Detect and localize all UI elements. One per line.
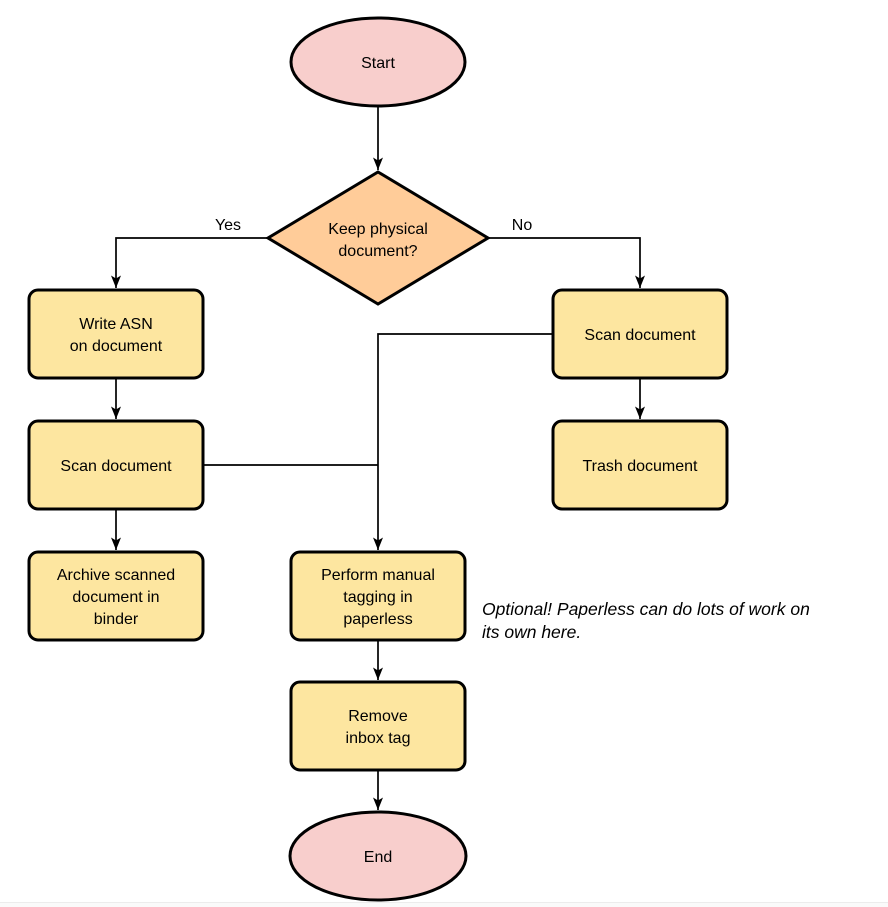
node-start: Start [289, 16, 467, 108]
remove-inbox-box [289, 680, 467, 772]
edge-label-no: No [512, 217, 533, 234]
trash-box [551, 419, 729, 511]
archive-label-line1: Archive scanned [57, 567, 175, 584]
node-tagging: Perform manual tagging in paperless [289, 550, 467, 642]
note-line1: Optional! Paperless can do lots of work … [482, 599, 810, 619]
end-terminator-shape [288, 810, 468, 902]
node-decision: Keep physical document? [265, 170, 491, 306]
write-asn-label-line2: on document [70, 338, 163, 355]
edges [111, 107, 645, 810]
scan-left-label: Scan document [60, 458, 172, 475]
node-archive: Archive scanned document in binder [27, 550, 205, 642]
scan-left-box [27, 419, 205, 511]
note-optional: Optional! Paperless can do lots of work … [482, 599, 810, 642]
decision-label-line2: document? [338, 243, 417, 260]
tagging-box [289, 550, 467, 642]
write-asn-label-line1: Write ASN [79, 316, 153, 333]
decision-diamond-shape [265, 170, 491, 306]
node-write-asn: Write ASN on document [27, 288, 205, 380]
footer-strip [0, 902, 888, 907]
start-label: Start [361, 55, 395, 72]
archive-box [27, 550, 205, 642]
node-trash: Trash document [551, 419, 729, 511]
node-remove-inbox: Remove inbox tag [289, 680, 467, 772]
edge-label-yes: Yes [215, 217, 241, 234]
trash-label: Trash document [582, 458, 698, 475]
archive-label-line2: document in [72, 589, 159, 606]
start-terminator-shape [289, 16, 467, 108]
end-label: End [364, 849, 392, 866]
node-scan-right: Scan document [551, 288, 729, 380]
remove-inbox-label-line2: inbox tag [346, 730, 411, 747]
remove-inbox-label-line1: Remove [348, 708, 408, 725]
scan-right-label: Scan document [584, 327, 696, 344]
footer-band [0, 903, 888, 907]
edge-decision-yes [111, 237, 268, 288]
edge-scanright-to-tagging [373, 333, 553, 550]
decision-label-line1: Keep physical [328, 221, 428, 238]
node-end: End [288, 810, 468, 902]
archive-label-line3: binder [94, 611, 139, 628]
tagging-label-line2: tagging in [343, 589, 412, 606]
node-scan-left: Scan document [27, 419, 205, 511]
scan-right-box [551, 288, 729, 380]
edge-decision-no [488, 237, 645, 288]
tagging-label-line1: Perform manual [321, 567, 435, 584]
write-asn-box [27, 288, 205, 380]
tagging-label-line3: paperless [343, 611, 412, 628]
note-line2: its own here. [482, 622, 581, 642]
